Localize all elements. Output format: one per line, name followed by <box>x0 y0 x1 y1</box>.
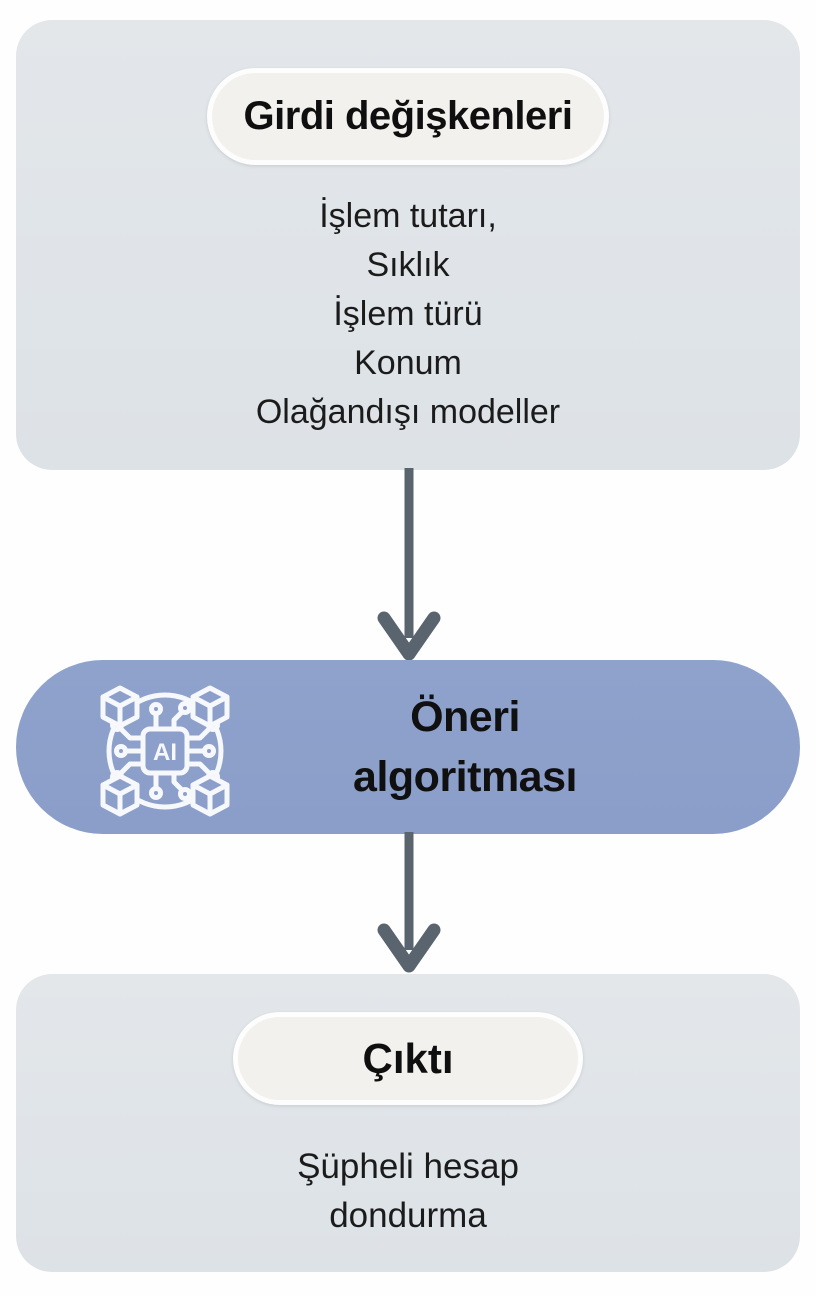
input-item: Konum <box>354 344 462 382</box>
output-box: Çıktı Şüpheli hesap dondurma <box>16 974 800 1272</box>
input-variables-box: Girdi değişkenleri İşlem tutarı, Sıklık … <box>16 20 800 470</box>
process-title-line1: Öneri <box>410 693 520 741</box>
arrow-down-icon <box>377 832 441 973</box>
input-item: İşlem türü <box>333 295 483 333</box>
output-title-pill: Çıktı <box>233 1012 583 1105</box>
process-title-line2: algoritması <box>353 753 577 801</box>
input-item: Sıklık <box>366 246 450 284</box>
input-item: Olağandışı modeller <box>255 393 561 431</box>
ai-chip-circuit-icon: AI <box>100 685 230 817</box>
input-title-pill: Girdi değişkenleri <box>207 68 609 165</box>
process-title: Öneri algoritması <box>236 660 694 834</box>
output-result: Şüpheli hesap dondurma <box>16 1142 800 1240</box>
arrow-down-icon <box>377 468 441 661</box>
process-box: AI Öneri algoritması <box>16 660 800 834</box>
output-result-line2: dondurma <box>329 1196 487 1235</box>
input-title: Girdi değişkenleri <box>243 94 573 138</box>
input-item: İşlem tutarı, <box>319 197 497 235</box>
svg-text:AI: AI <box>153 739 177 766</box>
output-title: Çıktı <box>362 1034 454 1082</box>
input-variables-list: İşlem tutarı, Sıklık İşlem türü Konum Ol… <box>16 192 800 437</box>
output-result-line1: Şüpheli hesap <box>297 1147 519 1186</box>
